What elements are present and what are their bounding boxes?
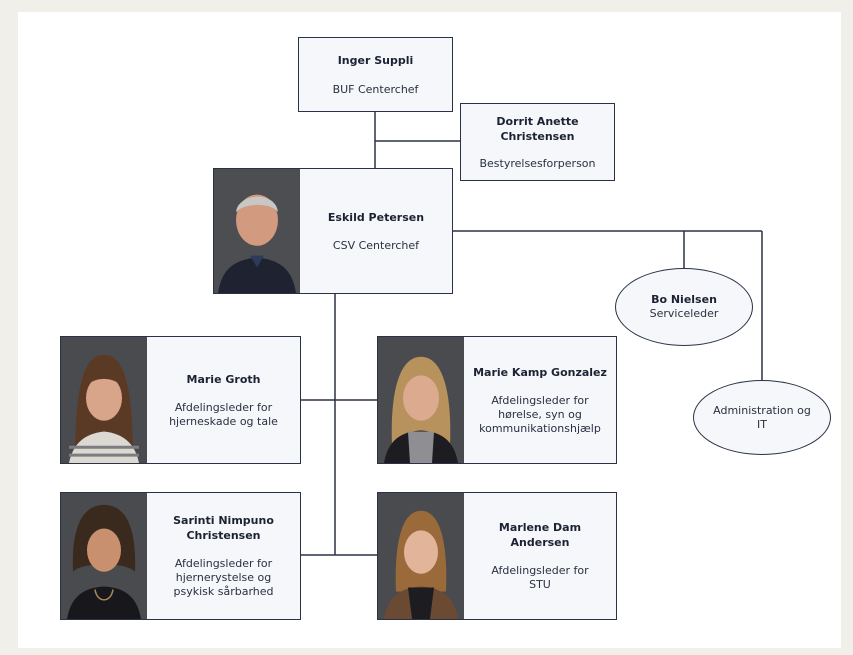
node-name: Eskild Petersen [327, 210, 425, 224]
card-text: Eskild Petersen CSV Centerchef [300, 169, 452, 293]
node-name: Bo Nielsen [651, 293, 717, 306]
person-photo [61, 337, 147, 463]
node-name: Marlene Dam Andersen [498, 521, 582, 549]
card-text: Marlene Dam Andersen Afdelingsleder for … [464, 493, 616, 619]
node-role: Serviceleder [649, 307, 719, 320]
node-dorrit-anette-christensen[interactable]: Dorrit Anette Christensen Bestyrelsesfor… [460, 103, 615, 181]
person-photo [214, 169, 300, 293]
node-inger-suppli[interactable]: Inger Suppli BUF Centerchef [298, 37, 453, 112]
node-name: Administration og IT [713, 403, 811, 431]
person-photo [378, 337, 464, 463]
node-sarinti-nimpuno-christensen[interactable]: Sarinti Nimpuno Christensen Afdelingsled… [60, 492, 301, 620]
node-role: Afdelingsleder for STU [491, 564, 589, 591]
node-eskild-petersen[interactable]: Eskild Petersen CSV Centerchef [213, 168, 453, 294]
node-administration-it[interactable]: Administration og IT [693, 380, 831, 455]
node-role: Afdelingsleder for hørelse, syn og kommu… [479, 393, 601, 435]
node-name: Sarinti Nimpuno Christensen [173, 514, 274, 542]
node-role: Afdelingsleder for hjernerystelse og psy… [173, 557, 274, 598]
person-photo [61, 493, 147, 619]
node-bo-nielsen[interactable]: Bo Nielsen Serviceleder [615, 268, 753, 346]
node-name: Dorrit Anette Christensen [496, 114, 579, 143]
node-name: Marie Kamp Gonzalez [473, 365, 607, 379]
node-marlene-dam-andersen[interactable]: Marlene Dam Andersen Afdelingsleder for … [377, 492, 617, 620]
card-text: Marie Kamp Gonzalez Afdelingsleder for h… [464, 337, 616, 463]
node-name: Marie Groth [186, 372, 261, 386]
person-photo [378, 493, 464, 619]
card-text: Marie Groth Afdelingsleder for hjerneska… [147, 337, 300, 463]
node-role: BUF Centerchef [332, 82, 419, 96]
card-text: Sarinti Nimpuno Christensen Afdelingsled… [147, 493, 300, 619]
node-role: CSV Centerchef [332, 238, 420, 252]
node-marie-kamp-gonzalez[interactable]: Marie Kamp Gonzalez Afdelingsleder for h… [377, 336, 617, 464]
node-role: Bestyrelsesforperson [479, 156, 596, 170]
node-marie-groth[interactable]: Marie Groth Afdelingsleder for hjerneska… [60, 336, 301, 464]
node-role: Afdelingsleder for hjerneskade og tale [169, 400, 278, 428]
node-name: Inger Suppli [337, 53, 414, 67]
